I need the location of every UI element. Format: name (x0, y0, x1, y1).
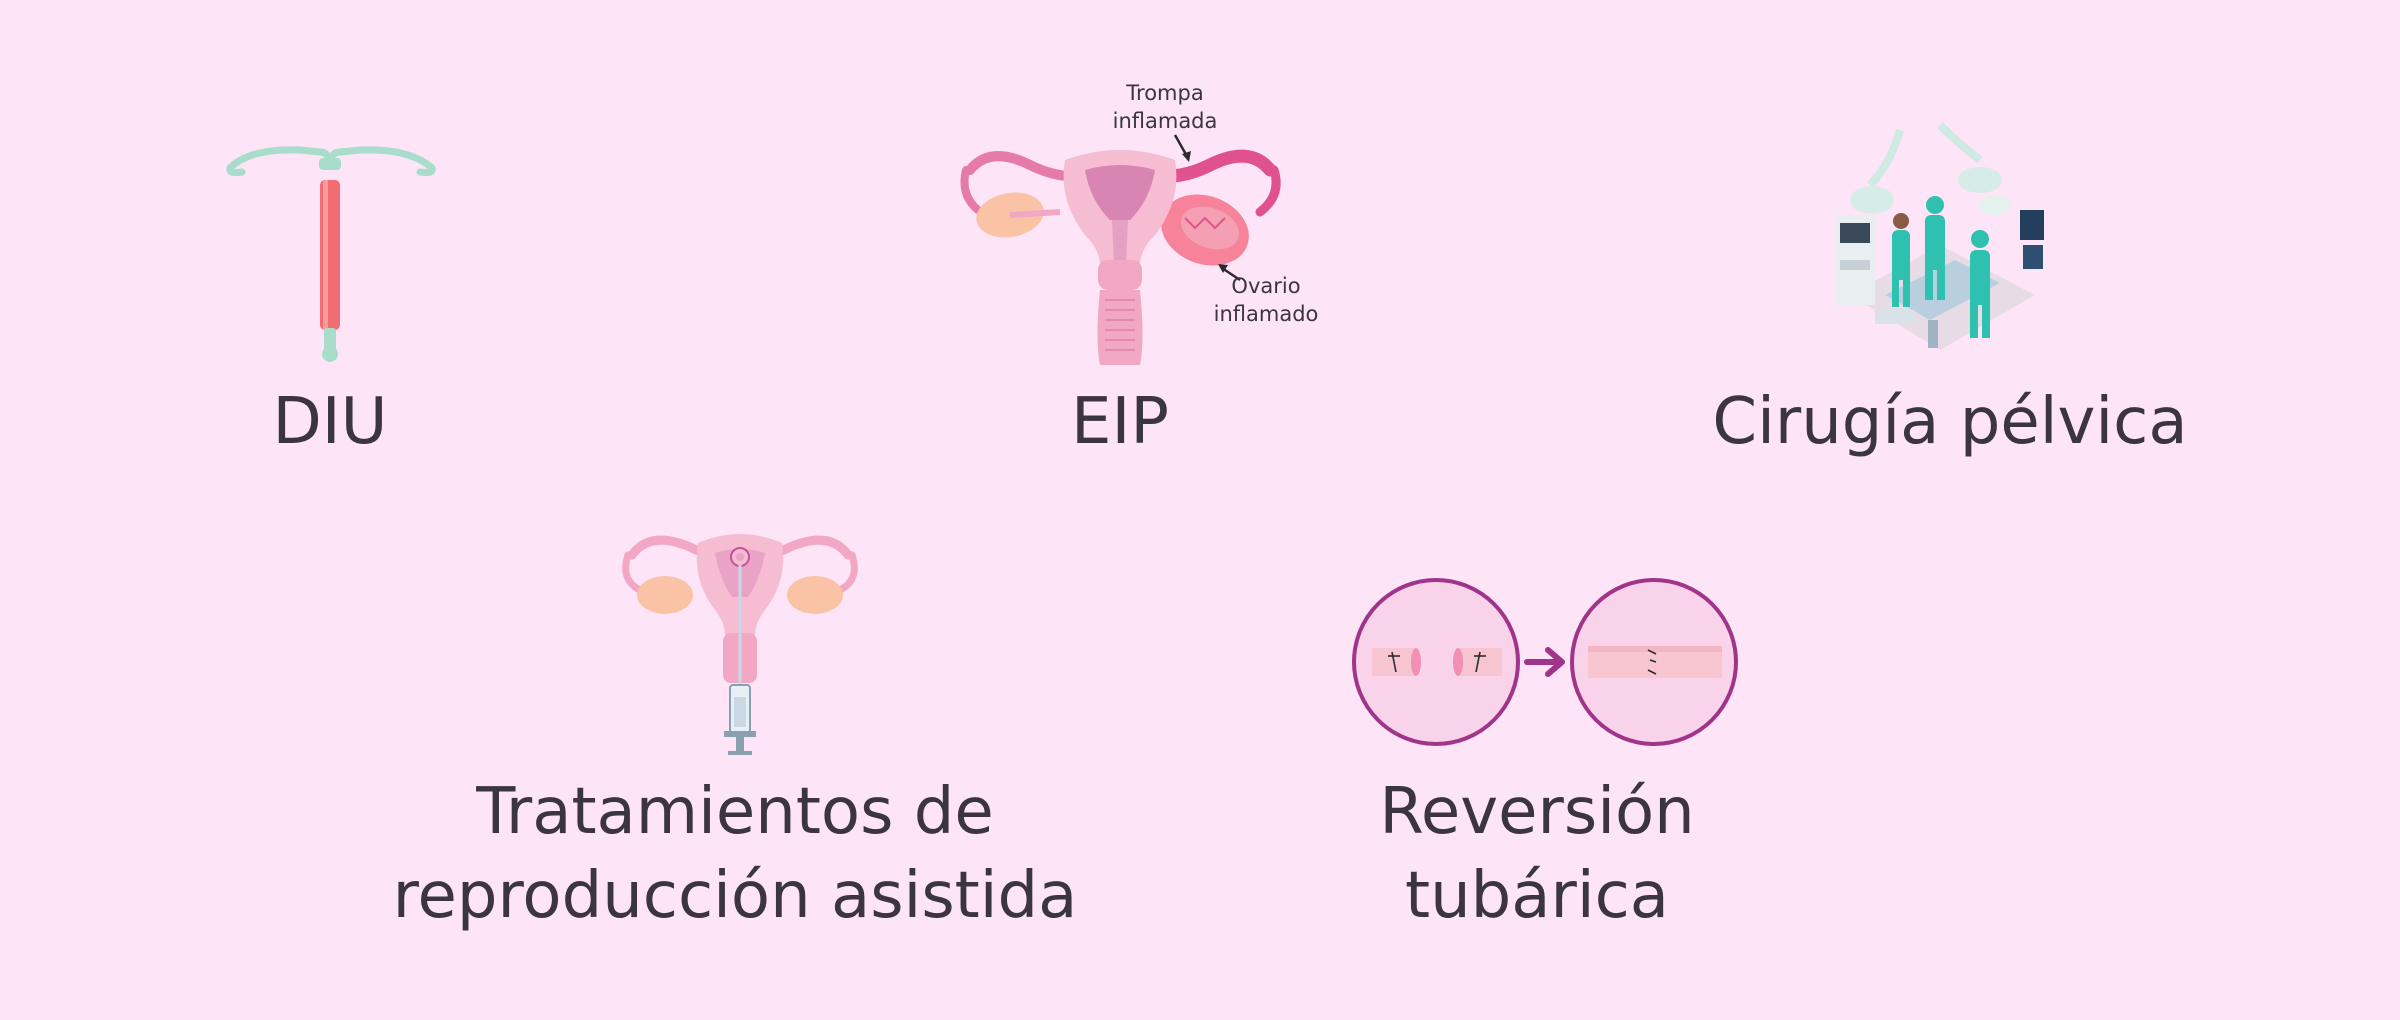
surgery-room-icon (1835, 122, 2044, 350)
ovary-arrow-icon (1218, 264, 1241, 282)
inflamed-uterus-icon (960, 134, 1281, 365)
annotation-tube: Trompa inflamada (1112, 81, 1218, 133)
tube-arrow-icon (1173, 134, 1191, 162)
item-label: DIU (272, 385, 388, 459)
item-label: EIP (1071, 385, 1169, 459)
item-label: Reversión tubárica (1379, 775, 1695, 933)
item-label: Tratamientos de reproducción asistida (392, 775, 1078, 933)
tubal-reversal-icon (1352, 578, 1738, 746)
uterus-syringe-icon (622, 534, 858, 755)
annotation-ovary: Ovario inflamado (1213, 274, 1319, 326)
item-label: Cirugía pélvica (1712, 385, 2188, 459)
arrow-right-icon (1524, 647, 1565, 677)
iud-icon (226, 146, 436, 362)
